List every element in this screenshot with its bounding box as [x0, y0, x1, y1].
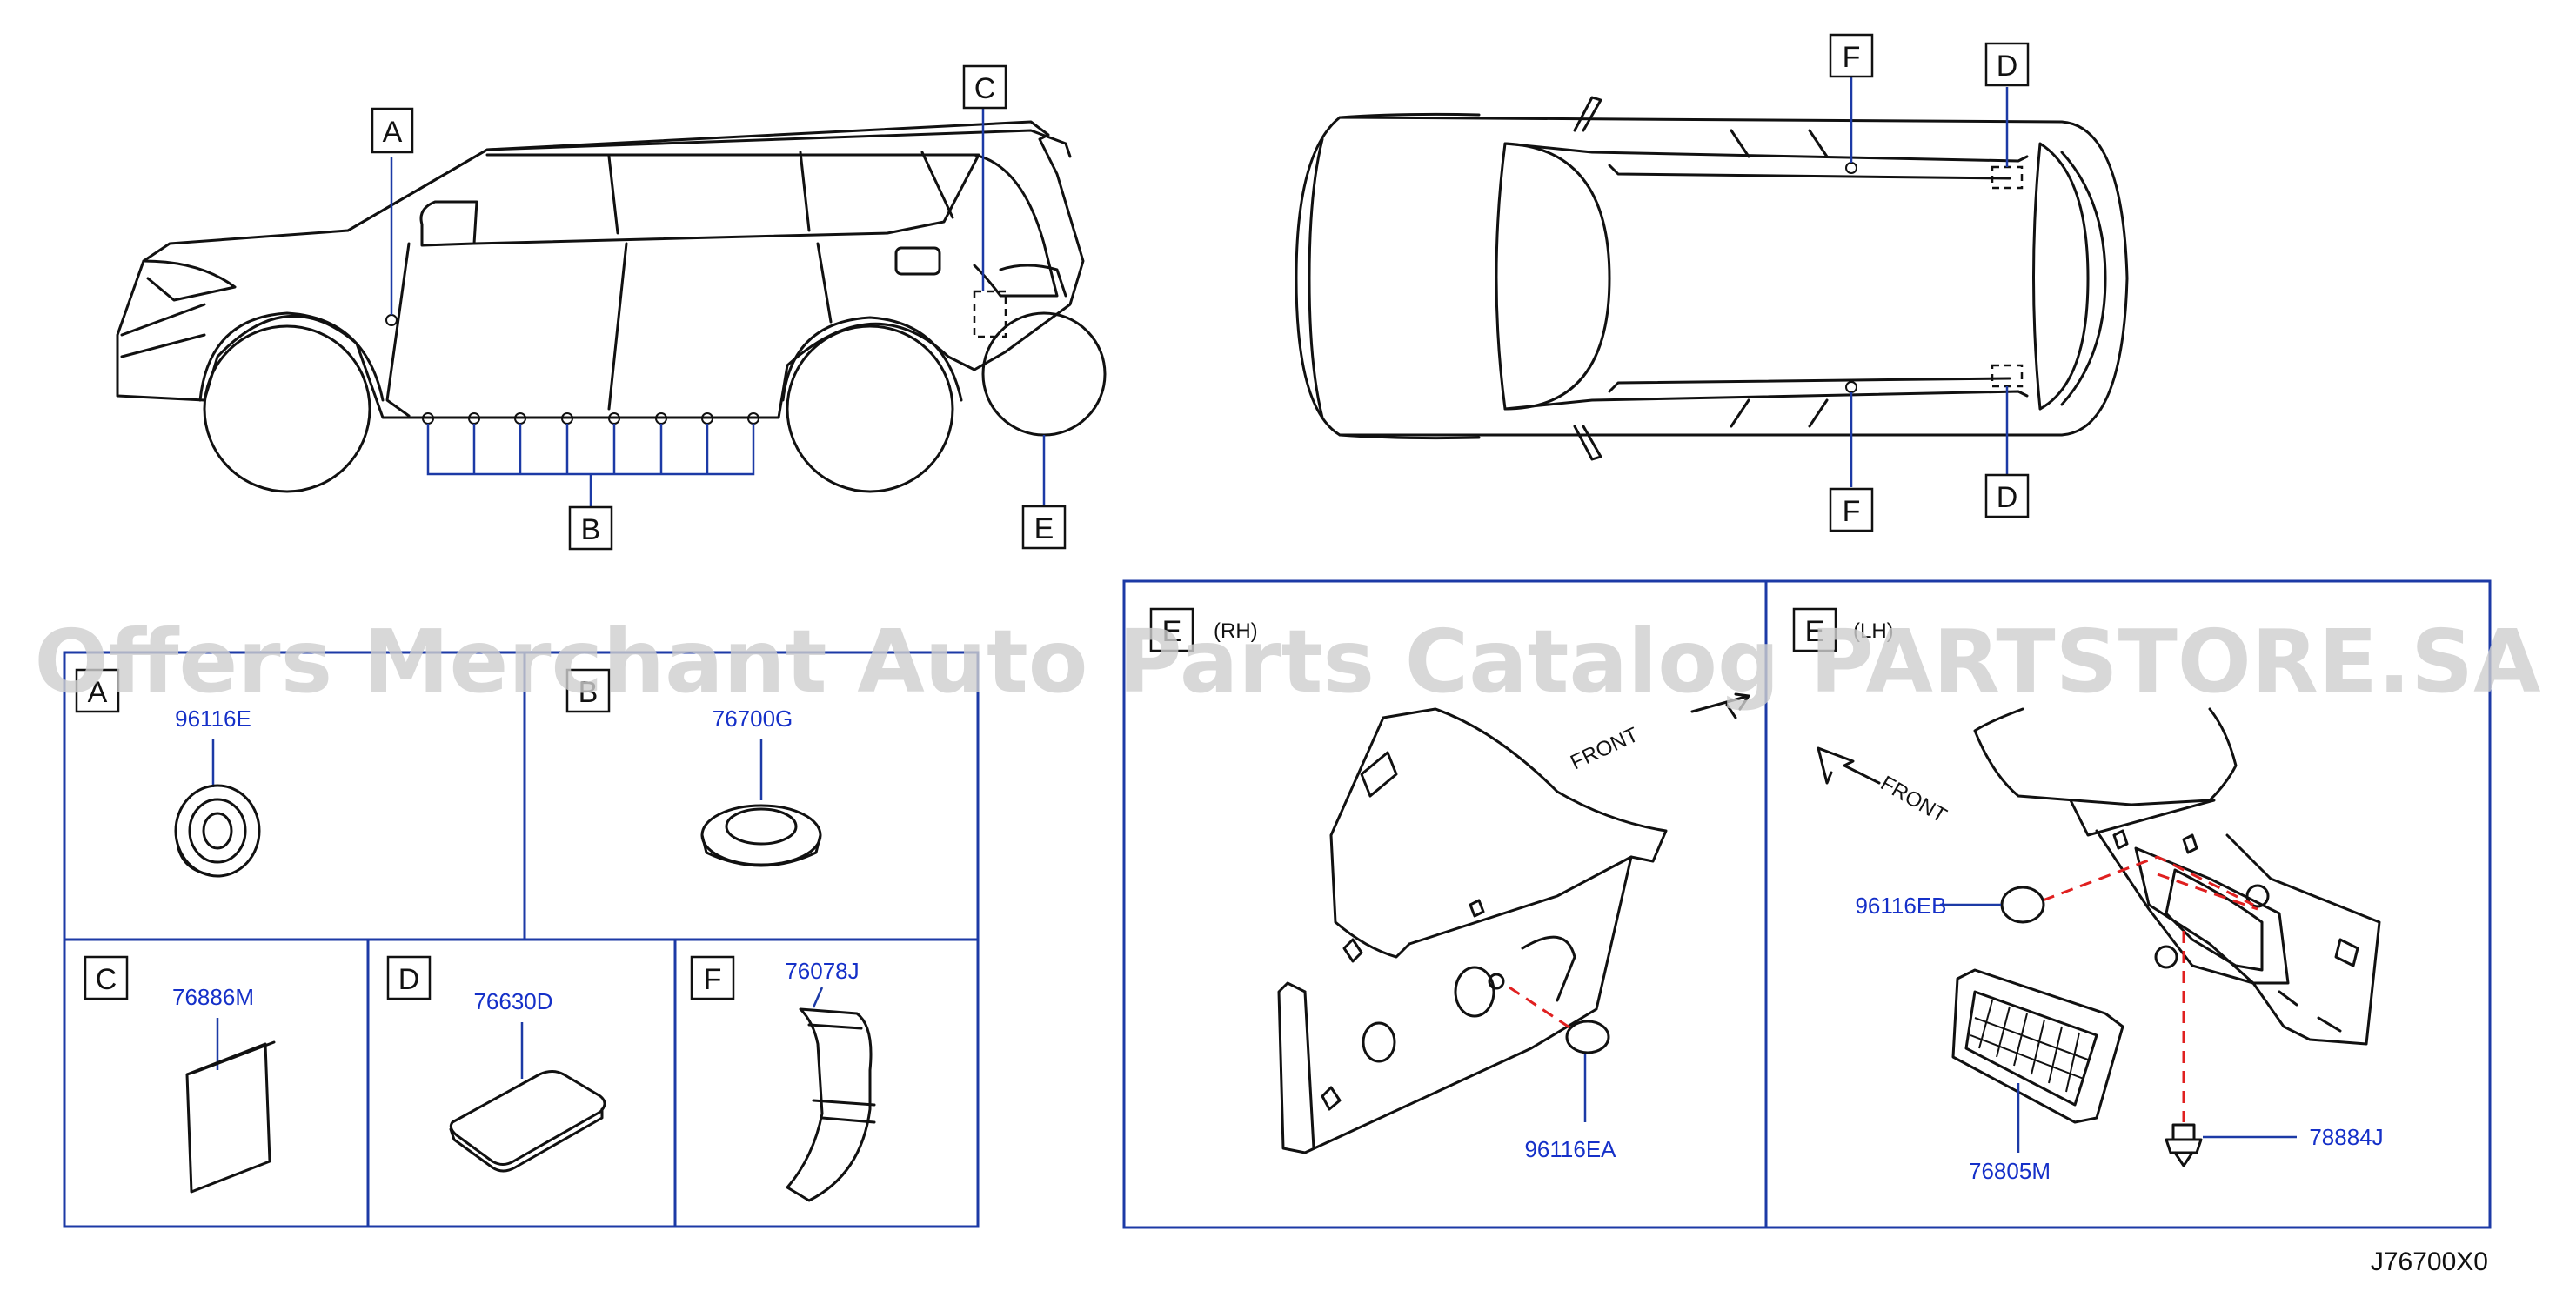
vehicle-side-view: A B C E: [116, 64, 1107, 551]
panel-f: F 76078J: [690, 955, 876, 1202]
panel-d: D 76630D: [386, 955, 606, 1173]
part-number-76630d[interactable]: 76630D: [473, 988, 552, 1014]
panel-f-letter: F: [704, 963, 722, 996]
callout-e: E: [1034, 512, 1054, 545]
part-number-96116e[interactable]: 96116E: [175, 706, 251, 732]
panel-e-lh-letter: E: [1805, 615, 1825, 648]
part-number-76886m[interactable]: 76886M: [172, 984, 254, 1010]
watermark: Offers Merchant Auto Parts Catalog PARTS…: [34, 611, 2540, 712]
panel-a: A 96116E: [75, 668, 261, 878]
plug-icon-96116eb: [2000, 886, 2045, 924]
panel-b: B 76700G: [565, 668, 822, 867]
quarter-trim-rh: [1277, 707, 1668, 1154]
round-plug-icon: [700, 804, 822, 867]
part-number-96116ea[interactable]: 96116EA: [1524, 1136, 1616, 1162]
vehicle-top-view: F F D D: [1295, 33, 2129, 532]
quarter-trim-lh: [1973, 707, 2381, 1046]
part-number-76078j[interactable]: 76078J: [785, 958, 859, 984]
parts-panel-grid: [63, 651, 980, 1228]
callout-a: A: [383, 116, 403, 149]
part-number-78884j[interactable]: 78884J: [2309, 1124, 2383, 1150]
front-label-rh: FRONT: [1567, 723, 1643, 775]
part-number-76700g[interactable]: 76700G: [713, 706, 793, 732]
panel-c: C 76886M: [84, 955, 276, 1194]
pad-sheet-icon: [185, 1040, 276, 1194]
plug-icon-96116ea: [1565, 1020, 1610, 1054]
panel-a-letter: A: [88, 676, 108, 709]
callout-d-bottom: D: [1997, 481, 2018, 514]
front-arrow-rh: [1690, 692, 1750, 719]
panel-c-letter: C: [96, 963, 117, 996]
vent-duct-icon: [1951, 968, 2124, 1124]
front-label-lh: FRONT: [1877, 772, 1950, 828]
callout-c: C: [974, 72, 996, 105]
callout-f-top: F: [1843, 41, 1861, 74]
part-number-76805m[interactable]: 76805M: [1969, 1158, 2051, 1184]
clip-fastener-icon: [2165, 1123, 2203, 1167]
part-number-96116eb[interactable]: 96116EB: [1855, 893, 1946, 919]
callout-f-bottom: F: [1843, 495, 1861, 528]
panel-d-letter: D: [398, 963, 420, 996]
front-arrow-lh: [1817, 746, 1881, 785]
panel-e-rh: E (RH) FRONT 96116EA: [1149, 607, 1750, 1162]
panel-e-rh-side: (RH): [1214, 619, 1258, 643]
panel-e-lh: E (LH) FRONT 96116EB 768: [1792, 607, 2384, 1184]
panel-e-lh-side: (LH): [1853, 619, 1894, 643]
panel-e-rh-letter: E: [1162, 615, 1182, 648]
plug-grommet-icon: [174, 784, 261, 878]
insulator-strip-icon: [786, 1007, 876, 1202]
panel-e-frame: [1122, 579, 2492, 1229]
callout-b: B: [581, 513, 601, 546]
sealing-pad-icon: [449, 1070, 606, 1173]
diagram-code: J76700X0: [2371, 1248, 2488, 1276]
callout-d-top: D: [1997, 50, 2018, 83]
panel-b-letter: B: [579, 676, 599, 709]
